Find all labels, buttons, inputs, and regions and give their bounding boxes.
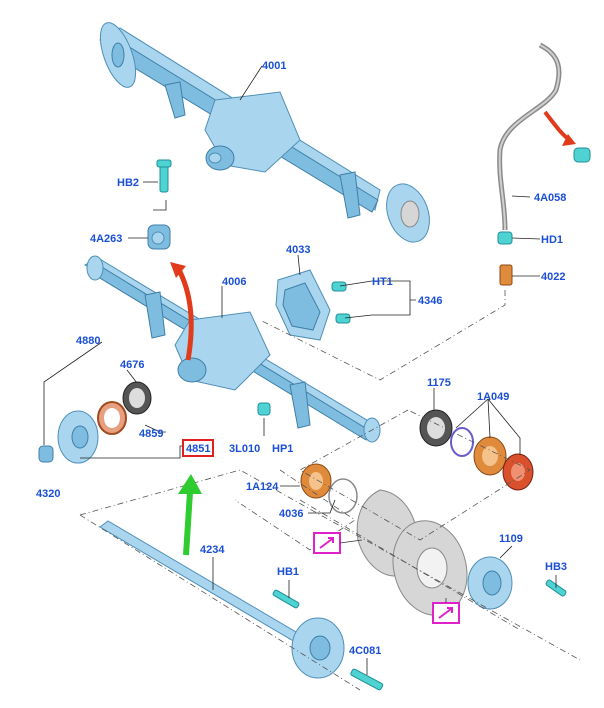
label-hb2[interactable]: HB2 bbox=[117, 177, 139, 189]
label-4006[interactable]: 4006 bbox=[222, 276, 246, 288]
bearing-1a124 bbox=[300, 463, 332, 499]
label-4859[interactable]: 4859 bbox=[139, 428, 163, 440]
label-hp1[interactable]: HP1 bbox=[272, 443, 293, 455]
ring-1a049 bbox=[450, 427, 534, 491]
part-labels: 4001 HB2 4A263 4033 4006 HT1 4346 4A058 … bbox=[36, 60, 567, 657]
label-1a049[interactable]: 1A049 bbox=[477, 391, 509, 403]
ring-4036 bbox=[328, 478, 358, 514]
label-4a263[interactable]: 4A263 bbox=[90, 233, 122, 245]
label-4a058[interactable]: 4A058 bbox=[534, 192, 566, 204]
label-hb1[interactable]: HB1 bbox=[277, 566, 299, 578]
axle-shaft-4234 bbox=[99, 520, 345, 679]
bolt-4320 bbox=[38, 445, 54, 463]
label-1109[interactable]: 1109 bbox=[499, 533, 523, 545]
leader-lines bbox=[43, 65, 557, 675]
label-4880[interactable]: 4880 bbox=[76, 335, 100, 347]
label-4851[interactable]: 4851 bbox=[186, 443, 210, 455]
seal-4676 bbox=[122, 381, 152, 415]
magenta-callout-left[interactable] bbox=[313, 532, 363, 554]
label-ht1[interactable]: HT1 bbox=[372, 276, 393, 288]
label-4346[interactable]: 4346 bbox=[418, 295, 442, 307]
gasket-4859 bbox=[97, 401, 127, 435]
label-1a124[interactable]: 1A124 bbox=[246, 481, 279, 493]
label-hb3[interactable]: HB3 bbox=[545, 561, 567, 573]
magenta-callout-right[interactable] bbox=[432, 598, 460, 624]
label-4033[interactable]: 4033 bbox=[286, 244, 310, 256]
label-hd1[interactable]: HD1 bbox=[541, 234, 563, 246]
green-arrow-icon bbox=[178, 474, 202, 556]
hub-1109 bbox=[467, 556, 513, 610]
bracket-4a263 bbox=[147, 224, 171, 250]
bolt-hb2 bbox=[156, 159, 172, 193]
label-4001[interactable]: 4001 bbox=[262, 60, 286, 72]
label-4036[interactable]: 4036 bbox=[279, 508, 303, 520]
cover-plate-4033 bbox=[275, 269, 331, 341]
label-4676[interactable]: 4676 bbox=[120, 359, 144, 371]
label-4022[interactable]: 4022 bbox=[541, 271, 565, 283]
axle-housing-4006 bbox=[83, 255, 381, 443]
label-4320[interactable]: 4320 bbox=[36, 488, 60, 500]
brake-rotor bbox=[392, 520, 468, 616]
label-4234[interactable]: 4234 bbox=[200, 544, 225, 556]
bolt-hb1 bbox=[272, 589, 300, 609]
axle-assembly-4001 bbox=[99, 22, 430, 243]
fittings-ht1 bbox=[331, 281, 351, 324]
brake-line-4a058 bbox=[497, 42, 591, 286]
bolt-4c081 bbox=[350, 668, 384, 691]
red-arrows bbox=[170, 110, 576, 361]
label-4c081[interactable]: 4C081 bbox=[349, 645, 381, 657]
flange-4851 bbox=[57, 410, 99, 464]
label-3l010[interactable]: 3L010 bbox=[229, 443, 260, 455]
highlight-box-4851 bbox=[182, 439, 214, 457]
seal-1175 bbox=[419, 409, 453, 447]
label-1175[interactable]: 1175 bbox=[427, 377, 451, 389]
